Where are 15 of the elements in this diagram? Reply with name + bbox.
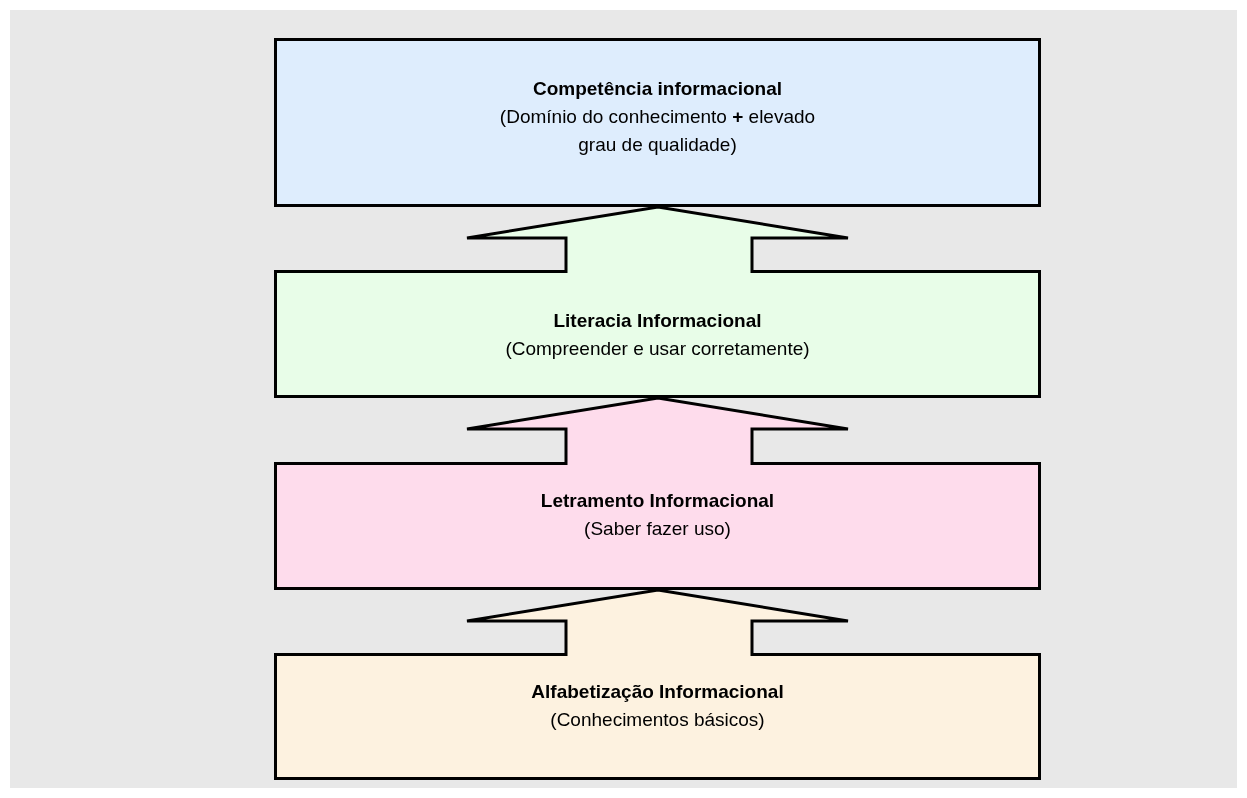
level-description: (Domínio do conhecimento + elevado grau de qualidade) xyxy=(498,105,817,157)
level-title: Alfabetização Informacional xyxy=(531,680,784,704)
level-box xyxy=(274,38,1041,207)
level-description: (Compreender e usar corretamente) xyxy=(505,337,810,361)
block-arrow xyxy=(465,205,850,275)
level-title: Literacia Informacional xyxy=(553,309,762,333)
level-description: (Saber fazer uso) xyxy=(584,517,731,541)
level-box xyxy=(274,270,1041,398)
level-description: (Conhecimentos básicos) xyxy=(550,708,765,732)
block-arrow xyxy=(465,588,850,658)
level-box xyxy=(274,653,1041,780)
level-title: Competência informacional xyxy=(532,77,783,101)
block-arrow xyxy=(465,396,850,467)
level-box xyxy=(274,462,1041,590)
level-title: Letramento Informacional xyxy=(540,489,775,513)
